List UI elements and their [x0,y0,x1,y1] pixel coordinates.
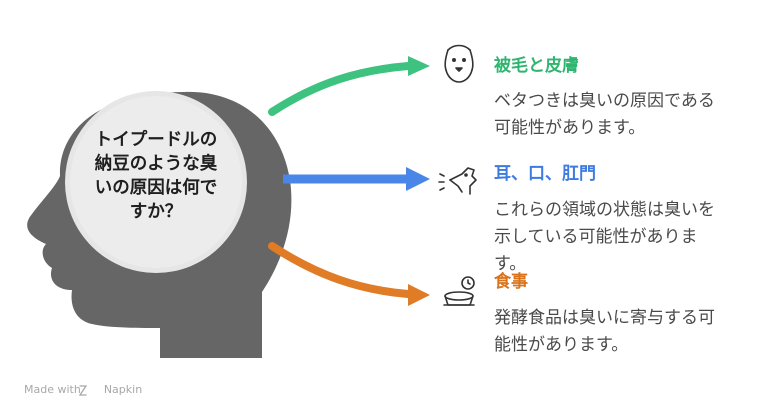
arrow-diet [268,242,412,298]
watermark: Made with Napkin [24,383,142,397]
branch-title-coat-skin: 被毛と皮膚 [494,56,579,76]
watermark-brand: Napkin [103,383,143,396]
dog-barking-icon [438,167,477,195]
watermark-made-with: Made with [24,383,81,396]
branch-title-diet: 食事 [494,272,528,292]
branch-desc-coat-skin: ベタつきは臭いの原因である 可能性があります。 [494,91,715,138]
pet-food-bowl-icon [443,276,475,306]
arrow-head-ears-mouth-anus [406,167,430,191]
central-question: トイプードルの 納豆のような臭 いの原因は何で すか？ [94,130,218,222]
arrow-head-coat-skin [408,56,430,76]
arrow-head-diet [408,284,430,306]
dog-face-icon [444,44,474,83]
branch-desc-diet: 発酵食品は臭いに寄与する可 能性があります。 [494,308,715,355]
arrow-coat-skin [268,62,412,116]
branch-title-ears-mouth-anus: 耳、口、肛門 [494,164,596,184]
branch-desc-ears-mouth-anus: これらの領域の状態は臭いを 示している可能性がありま す。 [494,200,715,274]
napkin-logo-icon [78,385,88,396]
thought-circle-inner [70,96,242,268]
